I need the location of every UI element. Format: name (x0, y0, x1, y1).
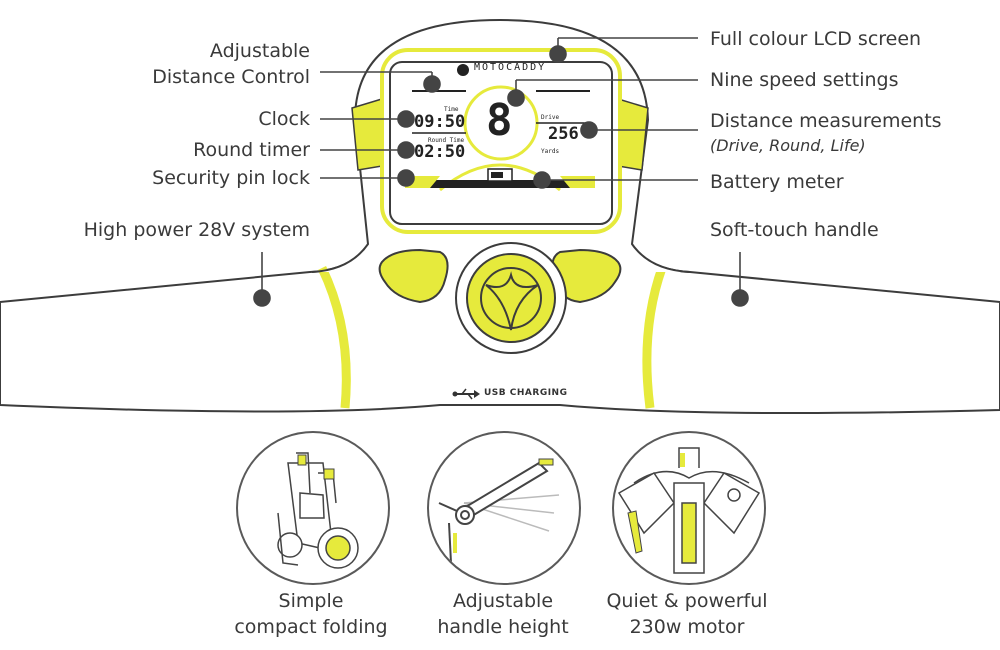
callout-dot-security (397, 169, 415, 187)
time-value: 09:50 (414, 112, 466, 132)
battery-empty-label: E (466, 180, 471, 189)
battery-full-label: F (527, 180, 532, 189)
feature-folding-line1: Simple (278, 590, 344, 612)
callout-adjustable-line1: Adjustable (209, 40, 310, 62)
folded-trolley-icon (277, 452, 359, 569)
brand-name: MOTOCADDY (474, 62, 547, 73)
callout-dot-adjustable (423, 75, 441, 93)
drive-label: Drive (541, 114, 560, 121)
callout-distance-modes: (Drive, Round, Life) (710, 136, 866, 155)
left-grip-accent (317, 266, 351, 409)
callout-soft-touch: Soft-touch handle (710, 219, 879, 241)
feature-caption-folding: Simple compact folding (216, 588, 406, 640)
callout-dot-battery (533, 171, 551, 189)
callout-adjustable-line2: Distance Control (152, 66, 310, 88)
brand-logo-icon (457, 64, 469, 76)
callout-dot-speed (507, 89, 525, 107)
yards-label: Yards (541, 148, 560, 155)
callout-dot-clock (397, 110, 415, 128)
handle-height-icon (438, 458, 560, 564)
callout-battery-meter: Battery meter (710, 171, 844, 193)
usb-icon (452, 388, 480, 400)
feature-image-folding (236, 431, 390, 585)
feature-image-motor (612, 431, 766, 585)
round-time-value: 02:50 (414, 142, 466, 162)
right-grip-accent (642, 266, 667, 409)
callout-dot-distance (580, 121, 598, 139)
motor-icon (617, 447, 761, 574)
callout-round-timer: Round timer (193, 139, 310, 161)
feature-folding-line2: compact folding (234, 616, 388, 638)
feature-image-handle-height (427, 431, 581, 585)
center-button (466, 253, 556, 343)
callout-dot-lcd (549, 45, 567, 63)
callout-dot-round (397, 141, 415, 159)
time-label: Time (444, 106, 459, 113)
feature-handle-line1: Adjustable (452, 590, 554, 612)
battery-track (405, 180, 595, 188)
feature-caption-handle: Adjustable handle height (408, 588, 598, 640)
feature-motor-line2: 230w motor (629, 616, 745, 638)
callout-adjustable-distance: Adjustable Distance Control (152, 38, 310, 90)
callout-high-power: High power 28V system (83, 219, 310, 241)
usb-charging-label: USB CHARGING (484, 388, 568, 398)
callout-dot-handle (731, 289, 749, 307)
callout-dot-power (253, 289, 271, 307)
feature-caption-motor: Quiet & powerful 230w motor (592, 588, 782, 640)
callout-security-pin: Security pin lock (152, 167, 310, 189)
lcd-bottom-yellow-right (560, 176, 595, 188)
drive-value: 256 (548, 124, 579, 144)
callout-nine-speed: Nine speed settings (710, 69, 899, 91)
round-time-label: Round Time (428, 137, 465, 144)
callout-lcd-screen: Full colour LCD screen (710, 28, 922, 50)
callout-clock: Clock (258, 108, 310, 130)
battery-icon-fill (491, 172, 503, 178)
feature-motor-line1: Quiet & powerful (606, 590, 768, 612)
speed-value: 8 (486, 95, 513, 146)
left-arrow-button (378, 248, 449, 304)
feature-handle-line2: handle height (437, 616, 569, 638)
center-logo-icon (485, 271, 539, 331)
callout-distance-measurements: Distance measurements (710, 110, 942, 132)
